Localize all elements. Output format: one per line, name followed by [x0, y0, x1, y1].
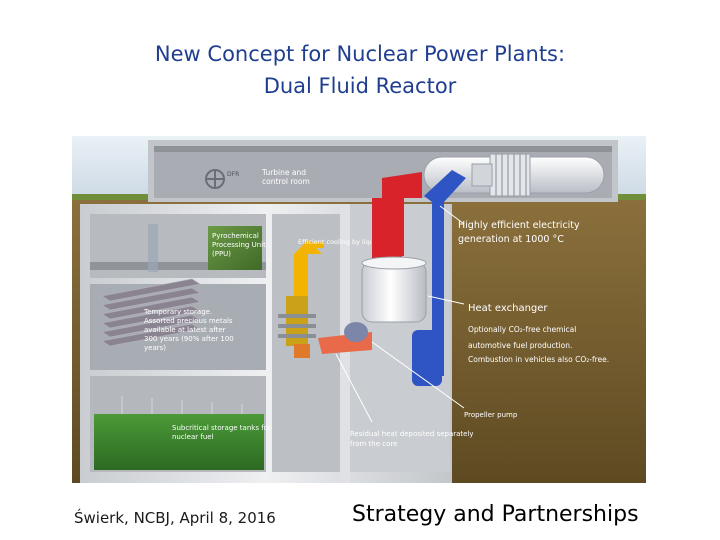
ppu-unit: [208, 226, 262, 270]
label-electricity: Highly efficient electricity generation …: [458, 220, 583, 245]
label-ppu-l3: (PPU): [212, 250, 231, 258]
label-turbine-l2: control room: [262, 177, 310, 186]
label-residual-l2: from the core: [350, 440, 397, 448]
callout-lines: [335, 205, 465, 423]
label-storage: Temporary storage. Assorted precious met…: [143, 308, 236, 352]
label-electricity-l2: generation at 1000 °C: [458, 234, 564, 245]
label-fuel-l2: automotive fuel production.: [468, 341, 572, 350]
label-storage-l4: 300 years (90% after 100: [144, 335, 234, 343]
slide-title-line1: New Concept for Nuclear Power Plants:: [154, 42, 566, 66]
label-residual: Residual heat deposited separately from …: [350, 430, 476, 448]
subcritical-tanks: [94, 414, 264, 470]
label-ppu: Pyrochemical Processing Unit (PPU): [212, 232, 268, 258]
dfr-logo: DFR: [205, 169, 239, 189]
label-turbine-l1: Turbine and: [261, 168, 306, 177]
label-turbine: Turbine and control room: [261, 168, 310, 186]
label-cooling: Efficient cooling by liquid lead: [298, 238, 396, 246]
label-storage-l5: years): [144, 344, 166, 352]
cold-loop: [418, 170, 466, 376]
label-heat-exchanger: Heat exchanger: [468, 303, 548, 314]
label-ppu-l2: Processing Unit: [212, 241, 266, 249]
heat-exchanger: [361, 256, 427, 323]
storage-racks: [101, 278, 201, 347]
reactor-core: [278, 240, 324, 358]
slide-title-line2: Dual Fluid Reactor: [263, 74, 457, 98]
label-residual-l1: Residual heat deposited separately: [350, 430, 474, 438]
label-storage-l2: Assorted precious metals: [144, 317, 233, 325]
label-storage-l1: Temporary storage.: [143, 308, 212, 316]
label-subcritical-l2: nuclear fuel: [172, 433, 214, 441]
label-subcritical-l1: Subcritical storage tanks for: [172, 424, 271, 432]
label-storage-l3: available at latest after: [144, 326, 226, 334]
label-fuel-l3: Combustion in vehicles also CO₂-free.: [468, 355, 609, 364]
label-electricity-l1: Highly efficient electricity: [458, 220, 580, 231]
footer-location-date: Świerk, NCBJ, April 8, 2016: [74, 509, 276, 527]
slide-title: New Concept for Nuclear Power Plants: Du…: [0, 38, 720, 102]
label-fuel-production: Optionally CO₂-free chemical automotive …: [468, 325, 609, 364]
footer-section-title: Strategy and Partnerships: [352, 502, 639, 527]
propeller-pump: [344, 322, 368, 342]
label-ppu-l1: Pyrochemical: [212, 232, 259, 240]
reactor-cutaway-diagram: DFR Turbine and control room Pyrochemic: [72, 136, 646, 483]
label-fuel-l1: Optionally CO₂-free chemical: [468, 325, 576, 334]
label-propeller: Propeller pump: [464, 411, 518, 419]
label-subcritical: Subcritical storage tanks for nuclear fu…: [172, 424, 273, 441]
dfr-logo-text: DFR: [227, 171, 239, 178]
